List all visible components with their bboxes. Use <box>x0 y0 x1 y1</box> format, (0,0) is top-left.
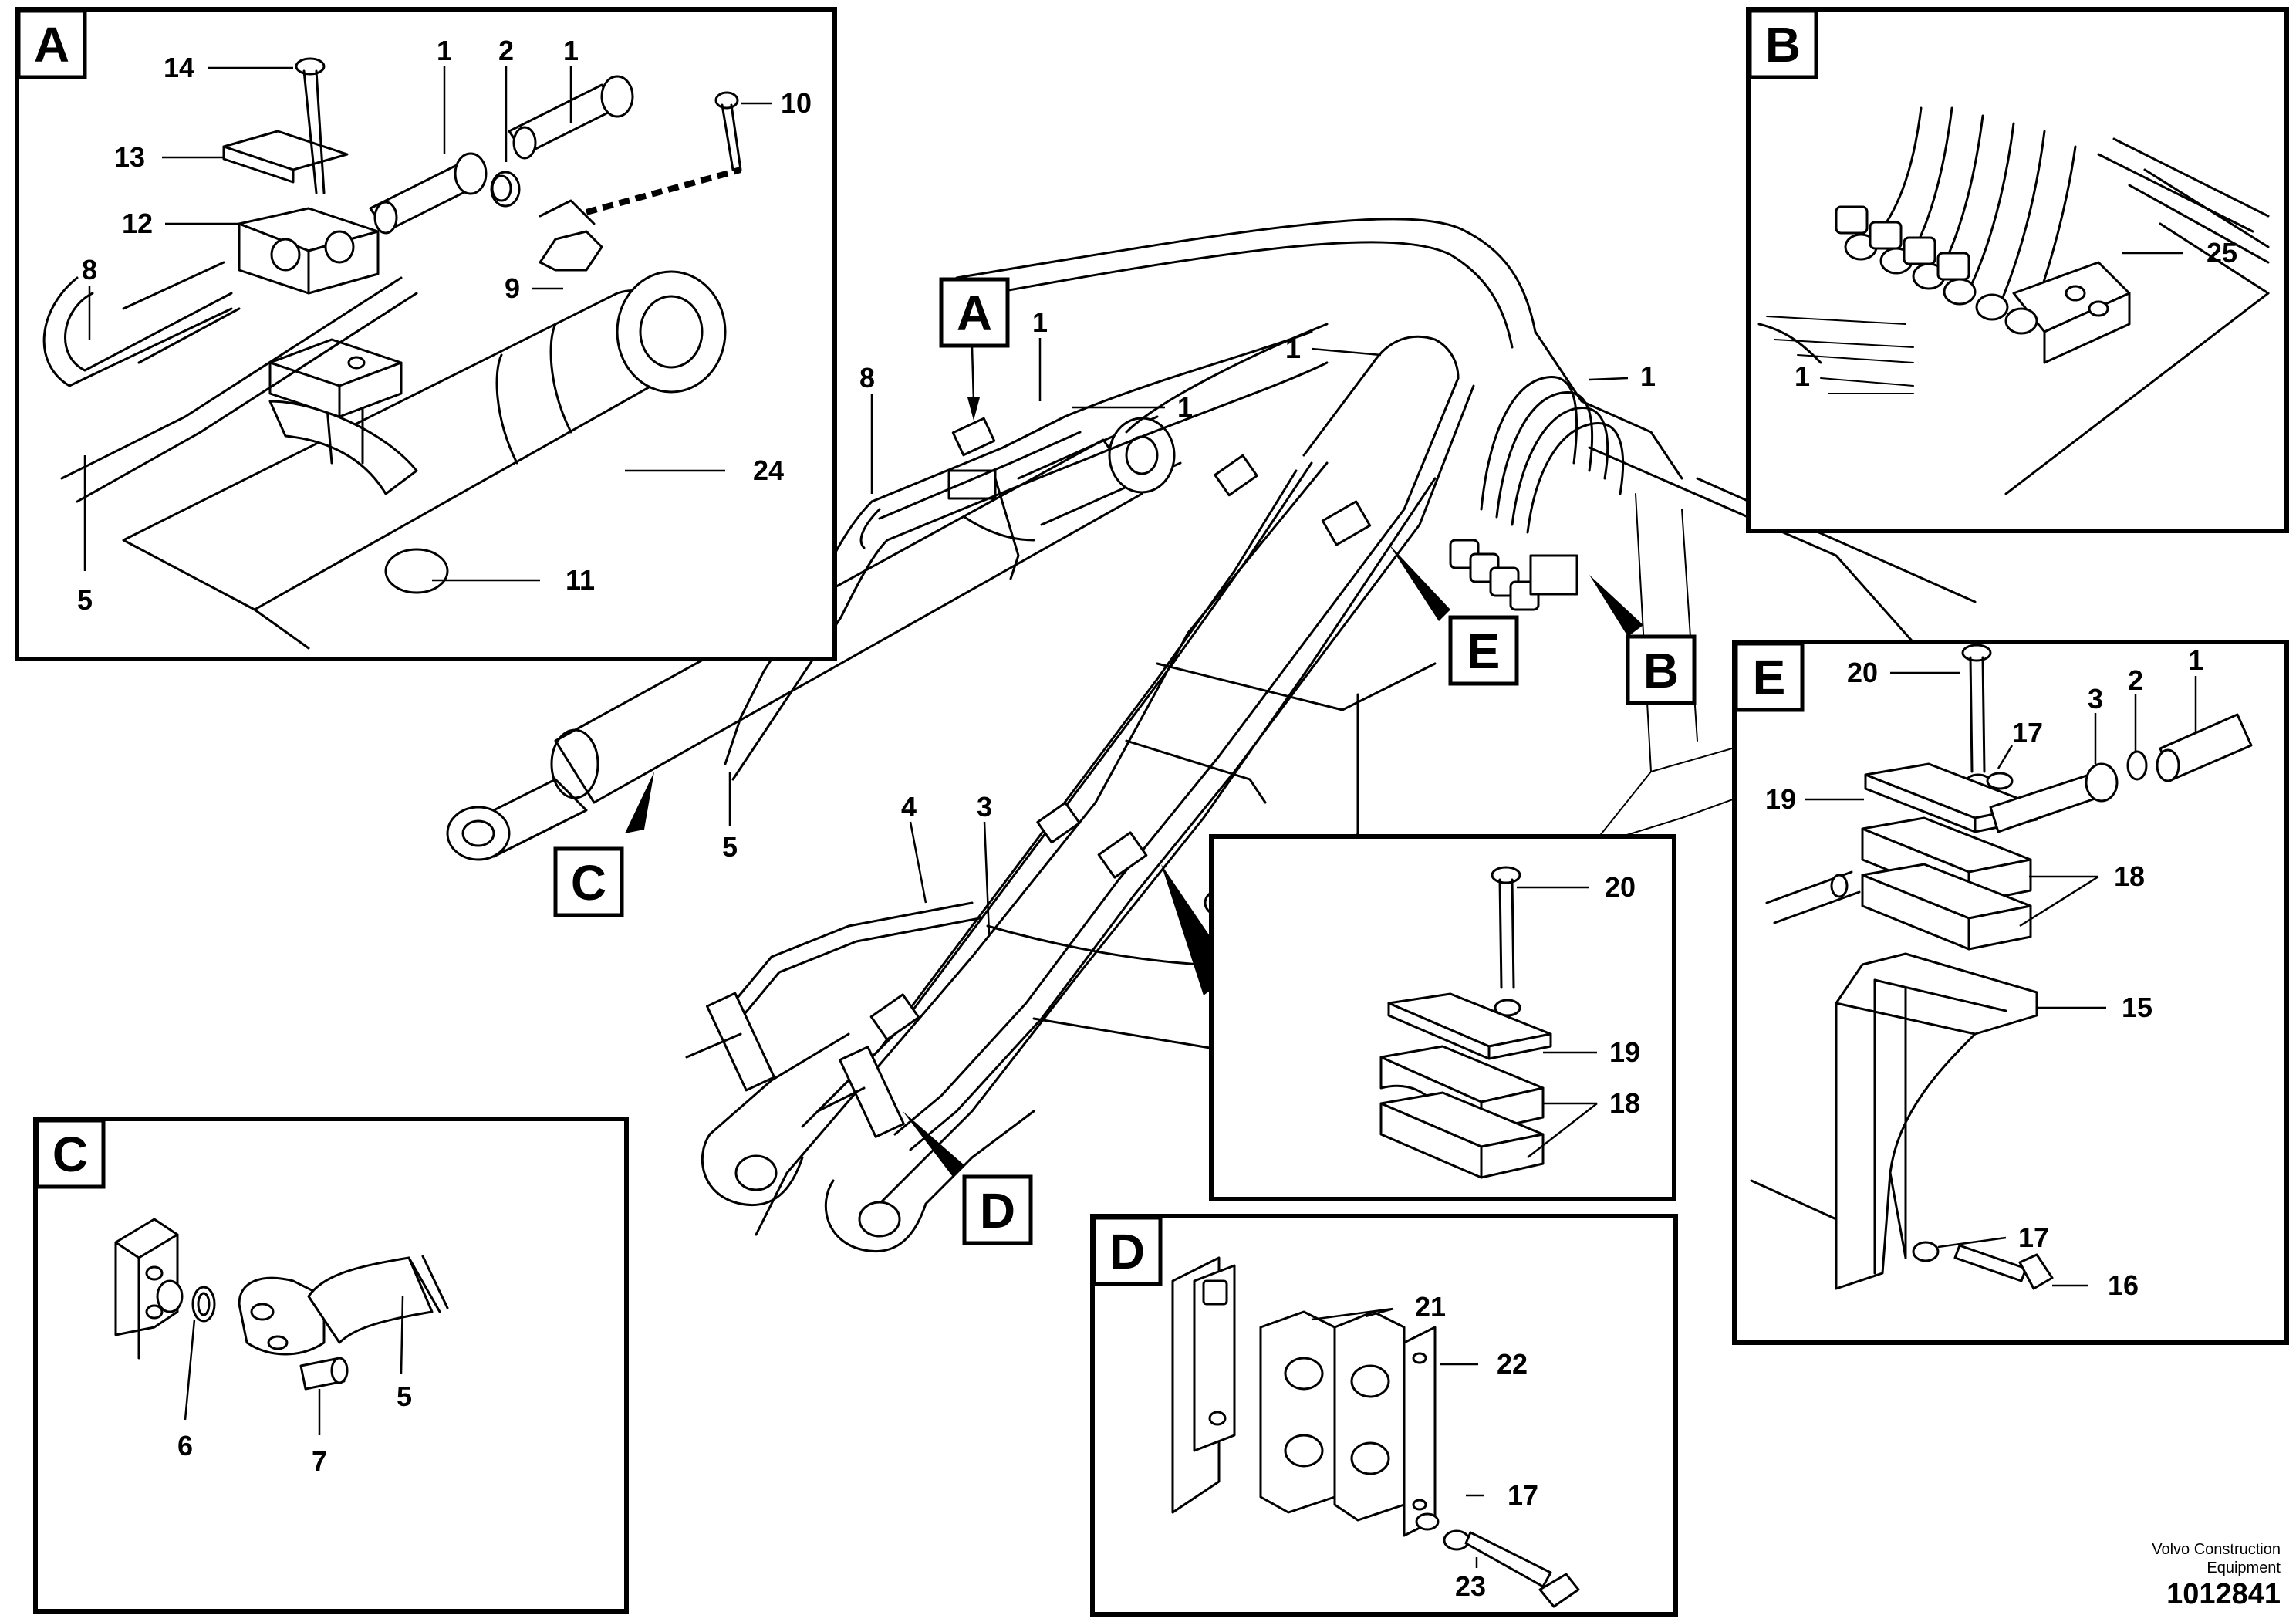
view-c: C 5 6 7 <box>33 1117 629 1614</box>
view-b-tag: B <box>1765 17 1801 73</box>
view-e-label-16: 16 <box>2108 1269 2139 1301</box>
view-a-label-14: 14 <box>164 52 194 83</box>
view-e-label-17a: 17 <box>2012 717 2043 748</box>
callout-b: B <box>1643 643 1679 698</box>
callout-e: E <box>1467 623 1501 679</box>
view-detail: 20 19 18 <box>1209 834 1676 1201</box>
main-label-1c: 1 <box>1285 333 1301 364</box>
view-a-label-1b: 1 <box>563 35 579 66</box>
main-label-3: 3 <box>977 791 992 823</box>
view-a-label-9: 9 <box>505 272 520 304</box>
view-d-tag: D <box>1109 1224 1145 1279</box>
company-line-1: Volvo Construction <box>2152 1541 2281 1558</box>
main-label-8: 8 <box>859 362 875 394</box>
hose-lines <box>685 323 1625 1151</box>
view-e: E <box>1732 640 2289 1345</box>
view-e-label-2: 2 <box>2128 664 2143 696</box>
view-a-label-24: 24 <box>753 454 784 486</box>
view-e-label-17b: 17 <box>2018 1222 2049 1253</box>
boom-cylinder <box>446 415 1182 861</box>
view-e-label-3: 3 <box>2088 683 2103 715</box>
view-a: A <box>15 7 837 661</box>
main-label-1d: 1 <box>1640 360 1656 392</box>
view-e-tag: E <box>1753 650 1786 705</box>
view-a-label-13: 13 <box>114 141 145 173</box>
main-callouts: A B C D E 8 1 1 1 1 4 3 5 <box>553 277 1697 1245</box>
view-d-label-21: 21 <box>1415 1291 1446 1323</box>
view-a-label-11: 11 <box>566 564 595 596</box>
view-a-label-10: 10 <box>781 87 812 119</box>
view-a-label-12: 12 <box>122 208 153 239</box>
view-c-tag: C <box>52 1127 88 1182</box>
view-b: B <box>1746 7 2289 533</box>
callout-d: D <box>980 1183 1015 1238</box>
main-label-5: 5 <box>722 831 738 863</box>
view-b-label-1: 1 <box>1795 360 1810 392</box>
view-e-label-18: 18 <box>2114 860 2145 892</box>
view-e-label-19: 19 <box>1765 783 1796 815</box>
main-label-1b: 1 <box>1177 391 1193 423</box>
callout-a-box <box>939 277 1010 348</box>
view-b-label-25: 25 <box>2207 237 2237 269</box>
view-c-label-5: 5 <box>397 1380 412 1412</box>
detail-label-18: 18 <box>1609 1087 1640 1119</box>
callout-a: A <box>957 286 992 341</box>
view-a-label-2: 2 <box>498 35 514 66</box>
view-e-label-20: 20 <box>1847 657 1878 688</box>
main-label-1a: 1 <box>1032 306 1048 338</box>
detail-label-19: 19 <box>1609 1036 1640 1068</box>
view-d-label-23: 23 <box>1455 1570 1486 1602</box>
view-d-label-17: 17 <box>1508 1479 1538 1511</box>
view-c-label-7: 7 <box>312 1445 327 1477</box>
view-e-label-1: 1 <box>2188 644 2203 676</box>
view-b-fittings <box>1835 205 2038 335</box>
view-d: D 21 22 17 23 <box>1090 1214 1678 1617</box>
view-a-label-5: 5 <box>77 584 93 616</box>
view-a-label-1a: 1 <box>437 35 452 66</box>
view-d-label-22: 22 <box>1497 1348 1528 1380</box>
drawing-number: 1012841 <box>2166 1578 2281 1610</box>
drawing-footer: Volvo Construction Equipment 1012841 <box>2049 1540 2281 1611</box>
callout-c: C <box>571 855 606 911</box>
main-label-4: 4 <box>901 791 917 823</box>
view-a-tag: A <box>34 17 69 73</box>
view-c-label-6: 6 <box>177 1430 193 1461</box>
detail-label-20: 20 <box>1605 871 1636 903</box>
view-a-label-8: 8 <box>82 254 97 286</box>
view-e-label-15: 15 <box>2122 992 2152 1023</box>
company-line-2: Equipment <box>2207 1559 2281 1576</box>
